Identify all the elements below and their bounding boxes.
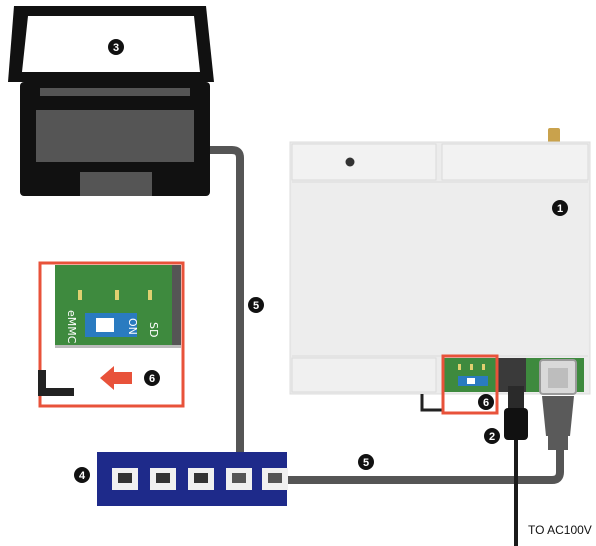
hub-port[interactable] xyxy=(262,468,288,490)
svg-text:5: 5 xyxy=(363,457,369,469)
switching-hub xyxy=(97,452,288,506)
lan-plug-device xyxy=(539,359,577,450)
svg-text:6: 6 xyxy=(149,373,155,385)
hub-port[interactable] xyxy=(188,468,214,490)
svg-text:1: 1 xyxy=(557,203,563,215)
lan-cable-laptop xyxy=(205,146,244,478)
dip-switch-highlight xyxy=(441,354,499,415)
arrow-left-icon xyxy=(100,366,132,390)
hub-port[interactable] xyxy=(226,468,252,490)
laptop xyxy=(8,6,214,196)
callout-badge-power-plug: 2 xyxy=(484,428,500,444)
svg-text:2: 2 xyxy=(489,431,495,443)
callout-badge-dip-switch-zoom: 6 xyxy=(144,370,160,386)
hub-port[interactable] xyxy=(150,468,176,490)
svg-text:3: 3 xyxy=(113,42,119,54)
power-caption: TO AC100V xyxy=(528,523,592,537)
callout-badge-switching-hub: 4 xyxy=(74,467,90,483)
svg-text:4: 4 xyxy=(79,470,86,482)
lan-cable-device xyxy=(275,448,564,484)
device-unit xyxy=(289,128,591,412)
dip-switch-left-label: eMMC xyxy=(65,310,78,344)
dip-switch-sd-label: SD xyxy=(147,322,160,337)
dip-switch-on-label: ON xyxy=(126,318,139,335)
power-plug xyxy=(504,386,528,440)
svg-text:6: 6 xyxy=(483,397,489,409)
callout-badge-lan-cable-laptop: 5 xyxy=(248,297,264,313)
callout-badge-lan-cable-device: 5 xyxy=(358,454,374,470)
callout-badge-laptop: 3 xyxy=(108,39,124,55)
svg-text:5: 5 xyxy=(253,300,259,312)
hub-port[interactable] xyxy=(112,468,138,490)
callout-badge-dip-switch-device: 6 xyxy=(478,394,494,410)
callout-badge-device: 1 xyxy=(552,200,568,216)
